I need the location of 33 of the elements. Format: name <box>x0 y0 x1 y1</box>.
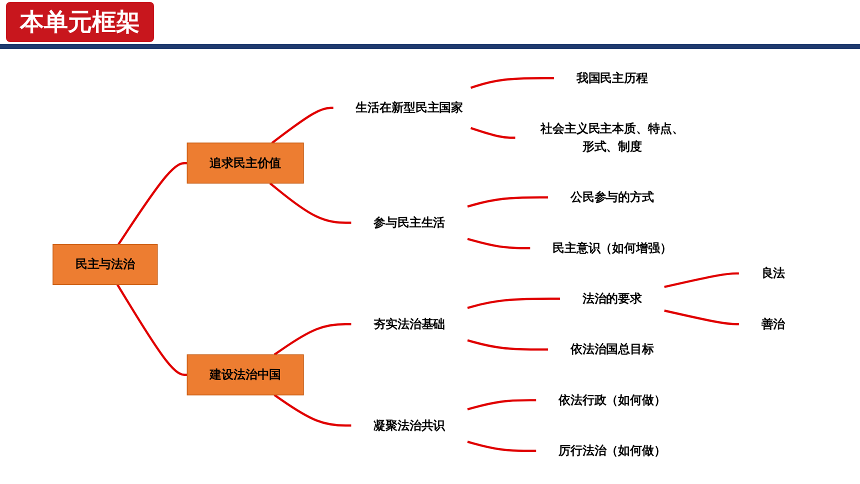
node-text: 依法治国总目标 <box>570 342 654 356</box>
connector <box>116 284 187 376</box>
connector <box>466 338 548 350</box>
node-box: 追求民主价值 <box>186 142 304 184</box>
node-text: 依法行政（如何做） <box>558 392 666 406</box>
connector <box>664 272 739 288</box>
node-text: 凝聚法治共识 <box>373 418 445 432</box>
node-text: 生活在新型民主国家 <box>355 100 463 114</box>
connector <box>466 196 548 208</box>
connector <box>466 237 530 249</box>
connector <box>269 182 351 224</box>
node-text: 夯实法治基础 <box>373 316 445 330</box>
node-text: 社会主义民主本质、特点、形式、制度 <box>540 120 684 153</box>
connector <box>271 106 334 144</box>
connector <box>470 126 515 138</box>
connector <box>273 394 351 426</box>
connector <box>664 309 739 325</box>
node-text: 良法 <box>761 265 785 280</box>
connector <box>466 398 536 410</box>
node-text: 善治 <box>761 316 785 330</box>
node-text: 我国民主历程 <box>576 70 648 84</box>
connector <box>273 322 351 356</box>
connector <box>466 297 560 308</box>
node-text: 民主意识（如何增强） <box>552 240 672 254</box>
connector <box>466 440 536 452</box>
node-text: 法治的要求 <box>582 290 642 305</box>
node-text: 厉行法治（如何做） <box>558 442 666 458</box>
node-box: 民主与法治 <box>52 243 158 284</box>
node-text: 参与民主生活 <box>373 214 445 229</box>
node-text: 公民参与的方式 <box>570 189 654 204</box>
connector <box>470 76 554 88</box>
title-banner: 本单元框架 <box>6 2 154 42</box>
connector <box>117 161 187 244</box>
